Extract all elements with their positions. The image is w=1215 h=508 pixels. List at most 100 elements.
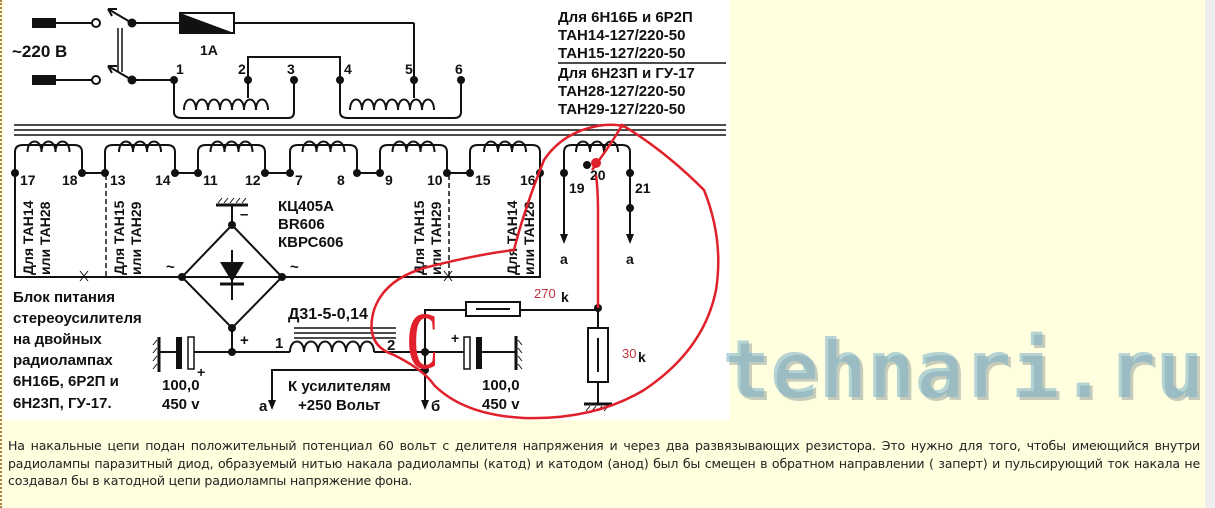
model: ТАН14-127/220-50 bbox=[558, 27, 685, 44]
bridge-model: КВРС606 bbox=[278, 234, 343, 251]
primary-winding: 1 2 3 4 5 6 bbox=[132, 56, 465, 119]
terminal-dot bbox=[353, 169, 361, 177]
caption: Блок питания стереоусилителя на двойных … bbox=[13, 289, 142, 412]
fuse: 1А bbox=[132, 12, 415, 80]
resistor-unit: k bbox=[561, 289, 569, 305]
output-label: К усилителям bbox=[288, 378, 391, 395]
resistor-unit: k bbox=[638, 349, 646, 365]
plus-label: + bbox=[197, 364, 205, 380]
terminal-label: 1 bbox=[275, 335, 283, 352]
terminal-dot bbox=[101, 169, 109, 177]
red-annotation: C bbox=[370, 123, 720, 420]
output-a-label: а bbox=[259, 398, 268, 415]
caption-line: 6Н23П, ГУ-17. bbox=[13, 395, 112, 412]
coil-turns bbox=[118, 140, 162, 153]
jumper-label: Для ТАН14 bbox=[504, 200, 520, 275]
heater-a-label: а bbox=[560, 251, 568, 267]
terminal-dot bbox=[286, 169, 294, 177]
power-switch bbox=[107, 8, 137, 85]
terminal-label: 14 bbox=[155, 172, 171, 188]
coil-turns bbox=[301, 140, 346, 153]
terminal-label: 10 bbox=[427, 172, 443, 188]
resistor-270k-value: 270 bbox=[534, 286, 556, 301]
terminal-label: 7 bbox=[295, 172, 303, 188]
caption-line: стереоусилителя bbox=[13, 310, 142, 327]
fuse-label: 1А bbox=[200, 42, 218, 58]
terminal-label: 6 bbox=[455, 61, 463, 77]
plus-label: + bbox=[240, 332, 249, 349]
minus-label: – bbox=[240, 206, 248, 223]
secondary-coil bbox=[469, 144, 541, 173]
terminal-dot bbox=[261, 169, 269, 177]
terminal-label: 12 bbox=[245, 172, 261, 188]
jumper-label: или ТАН28 bbox=[37, 201, 53, 275]
terminal-label: 9 bbox=[385, 172, 393, 188]
terminal-dot bbox=[376, 169, 384, 177]
watermark: tehnari.ru bbox=[722, 323, 1204, 416]
output-b-label: б bbox=[431, 398, 440, 415]
cap-voltage: 450 v bbox=[482, 396, 520, 413]
terminal-label: 20 bbox=[590, 167, 606, 183]
terminal-label: 19 bbox=[569, 180, 585, 196]
ac-symbol: ~ bbox=[166, 259, 175, 276]
group1-title: Для 6Н16Б и 6Р2П bbox=[558, 9, 693, 26]
secondary-coil bbox=[563, 144, 631, 173]
terminal-dot bbox=[194, 169, 202, 177]
schematic-image: ~220 В 1А 1 2 3 4 5 6 bbox=[4, 0, 730, 420]
caption-line: 6Н16Б, 6Р2П и bbox=[13, 373, 119, 390]
capacitor-right: + 100,0 450 v bbox=[425, 330, 523, 413]
terminal-label: 1 bbox=[176, 61, 184, 77]
secondary-coil bbox=[14, 144, 83, 173]
cap-voltage: 450 v bbox=[162, 396, 200, 413]
terminal-dot bbox=[583, 161, 591, 169]
jumper-label: или ТАН29 bbox=[128, 201, 144, 275]
terminal-label: 15 bbox=[475, 172, 491, 188]
heater-outputs: а а bbox=[560, 173, 634, 267]
plus-label: + bbox=[451, 330, 459, 346]
transformer-info: Для 6Н16Б и 6Р2П ТАН14-127/220-50 ТАН15-… bbox=[558, 9, 695, 118]
choke: Д31-5-0,14 1 2 bbox=[232, 306, 425, 354]
terminal-label: 17 bbox=[20, 172, 36, 188]
jumper-label: Для ТАН15 bbox=[411, 200, 427, 275]
article-paragraph: На накальные цепи подан положительный по… bbox=[8, 438, 1200, 488]
jumper-frame: Для ТАН14 или ТАН28 Для ТАН15 или ТАН29 … bbox=[14, 173, 541, 282]
coil-turns bbox=[26, 140, 71, 153]
jumper-label: или ТАН28 bbox=[521, 201, 537, 275]
jumper-label: Для ТАН14 bbox=[20, 200, 36, 275]
choke-label: Д31-5-0,14 bbox=[288, 306, 368, 323]
terminal-label: 2 bbox=[238, 61, 246, 77]
secondary-coil bbox=[197, 144, 266, 173]
terminal-label: 11 bbox=[203, 172, 218, 188]
caption-line: Блок питания bbox=[13, 289, 115, 306]
ac-symbol: ~ bbox=[290, 259, 299, 276]
bridge-model: BR606 bbox=[278, 216, 325, 233]
terminal-label: 21 bbox=[635, 180, 651, 196]
caption-line: радиолампах bbox=[13, 352, 113, 369]
output: К усилителям +250 Вольт а б bbox=[259, 348, 440, 415]
scrollbar[interactable] bbox=[1205, 0, 1215, 508]
annotation-letter: C bbox=[407, 297, 438, 387]
jumper-label: или ТАН29 bbox=[428, 201, 444, 275]
terminal-label: 5 bbox=[405, 61, 413, 77]
terminal-label: 2 bbox=[387, 337, 395, 354]
coil-turns bbox=[391, 140, 436, 153]
secondary-coil bbox=[379, 144, 448, 173]
terminal-dot bbox=[466, 169, 474, 177]
secondary-coil bbox=[104, 144, 176, 173]
terminal-label: 18 bbox=[62, 172, 78, 188]
model: ТАН29-127/220-50 bbox=[558, 101, 685, 118]
coil-turns bbox=[209, 140, 254, 153]
terminal-label: 16 bbox=[520, 172, 536, 188]
output-label: +250 Вольт bbox=[298, 397, 380, 414]
capacitor-left: + 100,0 450 v bbox=[152, 336, 232, 413]
terminal-dot bbox=[78, 169, 86, 177]
terminal-label: 4 bbox=[344, 61, 352, 77]
mains-input: ~220 В bbox=[12, 18, 101, 85]
mains-label: ~220 В bbox=[12, 42, 67, 61]
voltage-divider: 270 k 30 k bbox=[424, 286, 646, 412]
diode-bridge: – + ~ ~ КЦ405А BR606 КВРС606 bbox=[166, 197, 343, 356]
terminal-label: 3 bbox=[287, 61, 295, 77]
cap-value: 100,0 bbox=[162, 377, 200, 394]
terminal-label: 13 bbox=[110, 172, 126, 188]
